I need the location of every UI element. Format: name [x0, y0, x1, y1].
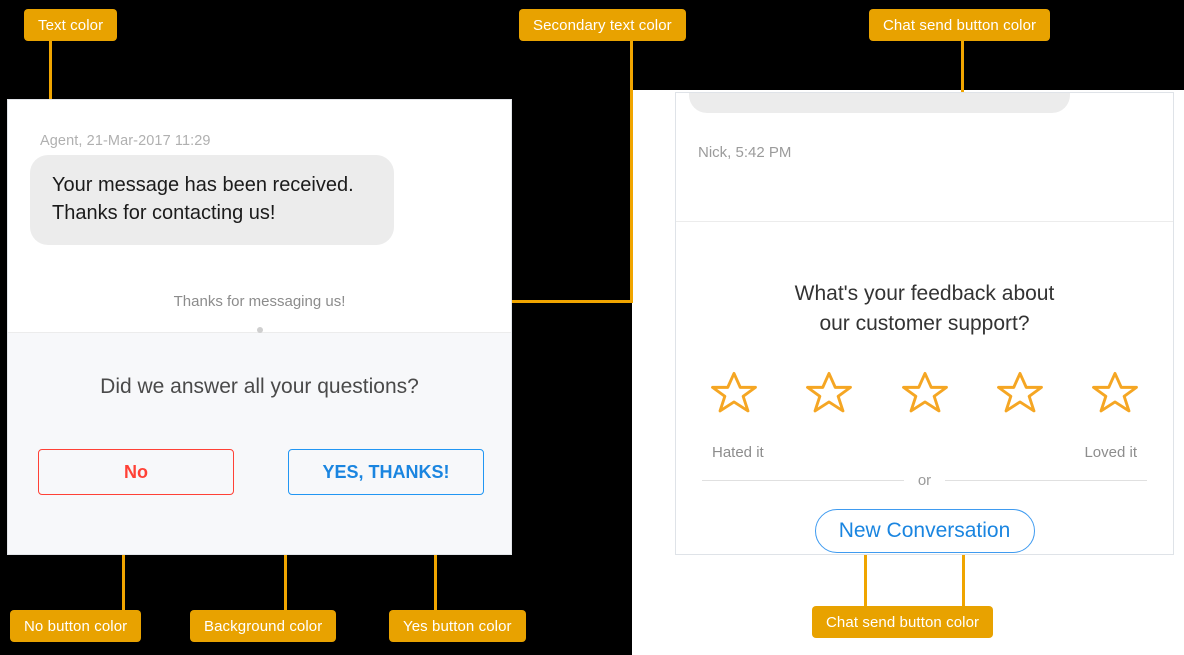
resolution-question: Did we answer all your questions?: [100, 375, 419, 398]
star-rating-labels: Hated it Loved it: [712, 444, 1137, 461]
leader-line-secondary-text-vertical: [630, 41, 633, 303]
chat-widget-right: reaches your address. Nick, 5:42 PM What…: [675, 92, 1174, 555]
star-label-high: Loved it: [1084, 444, 1137, 461]
star-label-low: Hated it: [712, 444, 764, 461]
star-icon-5[interactable]: [1089, 368, 1141, 418]
no-button[interactable]: No: [38, 449, 234, 495]
feedback-title-line-1: What's your feedback about: [794, 282, 1055, 305]
conversation-area-left: Agent, 21-Mar-2017 11:29 Your message ha…: [8, 100, 511, 333]
visitor-message-bubble: reaches your address.: [689, 93, 1070, 113]
system-note: Thanks for messaging us!: [173, 293, 346, 310]
leader-line-yes-button: [434, 508, 437, 611]
star-icon-2[interactable]: [803, 368, 855, 418]
callout-chat-send-button-color-bottom: Chat send button color: [812, 606, 994, 638]
star-icon-4[interactable]: [994, 368, 1046, 418]
resolution-panel: Did we answer all your questions? No YES…: [8, 333, 511, 554]
callout-text-color: Text color: [24, 9, 118, 41]
leader-line-no-button: [122, 508, 125, 611]
message-meta-right: Nick, 5:42 PM: [698, 144, 792, 161]
callout-yes-button-color: Yes button color: [389, 610, 526, 642]
star-rating[interactable]: [708, 368, 1141, 418]
divider-line-right: [945, 479, 1147, 481]
leader-line-chat-send-new-conversation: [864, 530, 867, 608]
message-meta-left: Agent, 21-Mar-2017 11:29: [40, 133, 211, 149]
new-conversation-button[interactable]: New Conversation: [814, 509, 1035, 553]
divider-line-left: [702, 479, 904, 481]
feedback-title: What's your feedback about our customer …: [676, 279, 1173, 339]
star-icon-3[interactable]: [899, 368, 951, 418]
feedback-title-line-2: our customer support?: [819, 312, 1030, 335]
callout-chat-send-button-color-top: Chat send button color: [869, 9, 1051, 41]
feedback-panel: What's your feedback about our customer …: [676, 222, 1173, 554]
typing-indicator-dot: [256, 327, 263, 333]
resolution-button-row: No YES, THANKS!: [8, 449, 511, 497]
callout-background-color: Background color: [190, 610, 337, 642]
leader-line-chat-send-bottom: [962, 530, 965, 608]
star-icon-1[interactable]: [708, 368, 760, 418]
agent-message-bubble: Your message has been received. Thanks f…: [30, 155, 394, 245]
callout-no-button-color: No button color: [10, 610, 142, 642]
callout-secondary-text-color: Secondary text color: [519, 9, 686, 41]
or-divider: or: [702, 470, 1147, 490]
yes-thanks-button[interactable]: YES, THANKS!: [288, 449, 484, 495]
leader-line-background-color: [284, 530, 287, 611]
chat-widget-left: Agent, 21-Mar-2017 11:29 Your message ha…: [7, 99, 512, 555]
conversation-area-right: reaches your address. Nick, 5:42 PM: [676, 93, 1173, 222]
or-label: or: [917, 471, 932, 489]
